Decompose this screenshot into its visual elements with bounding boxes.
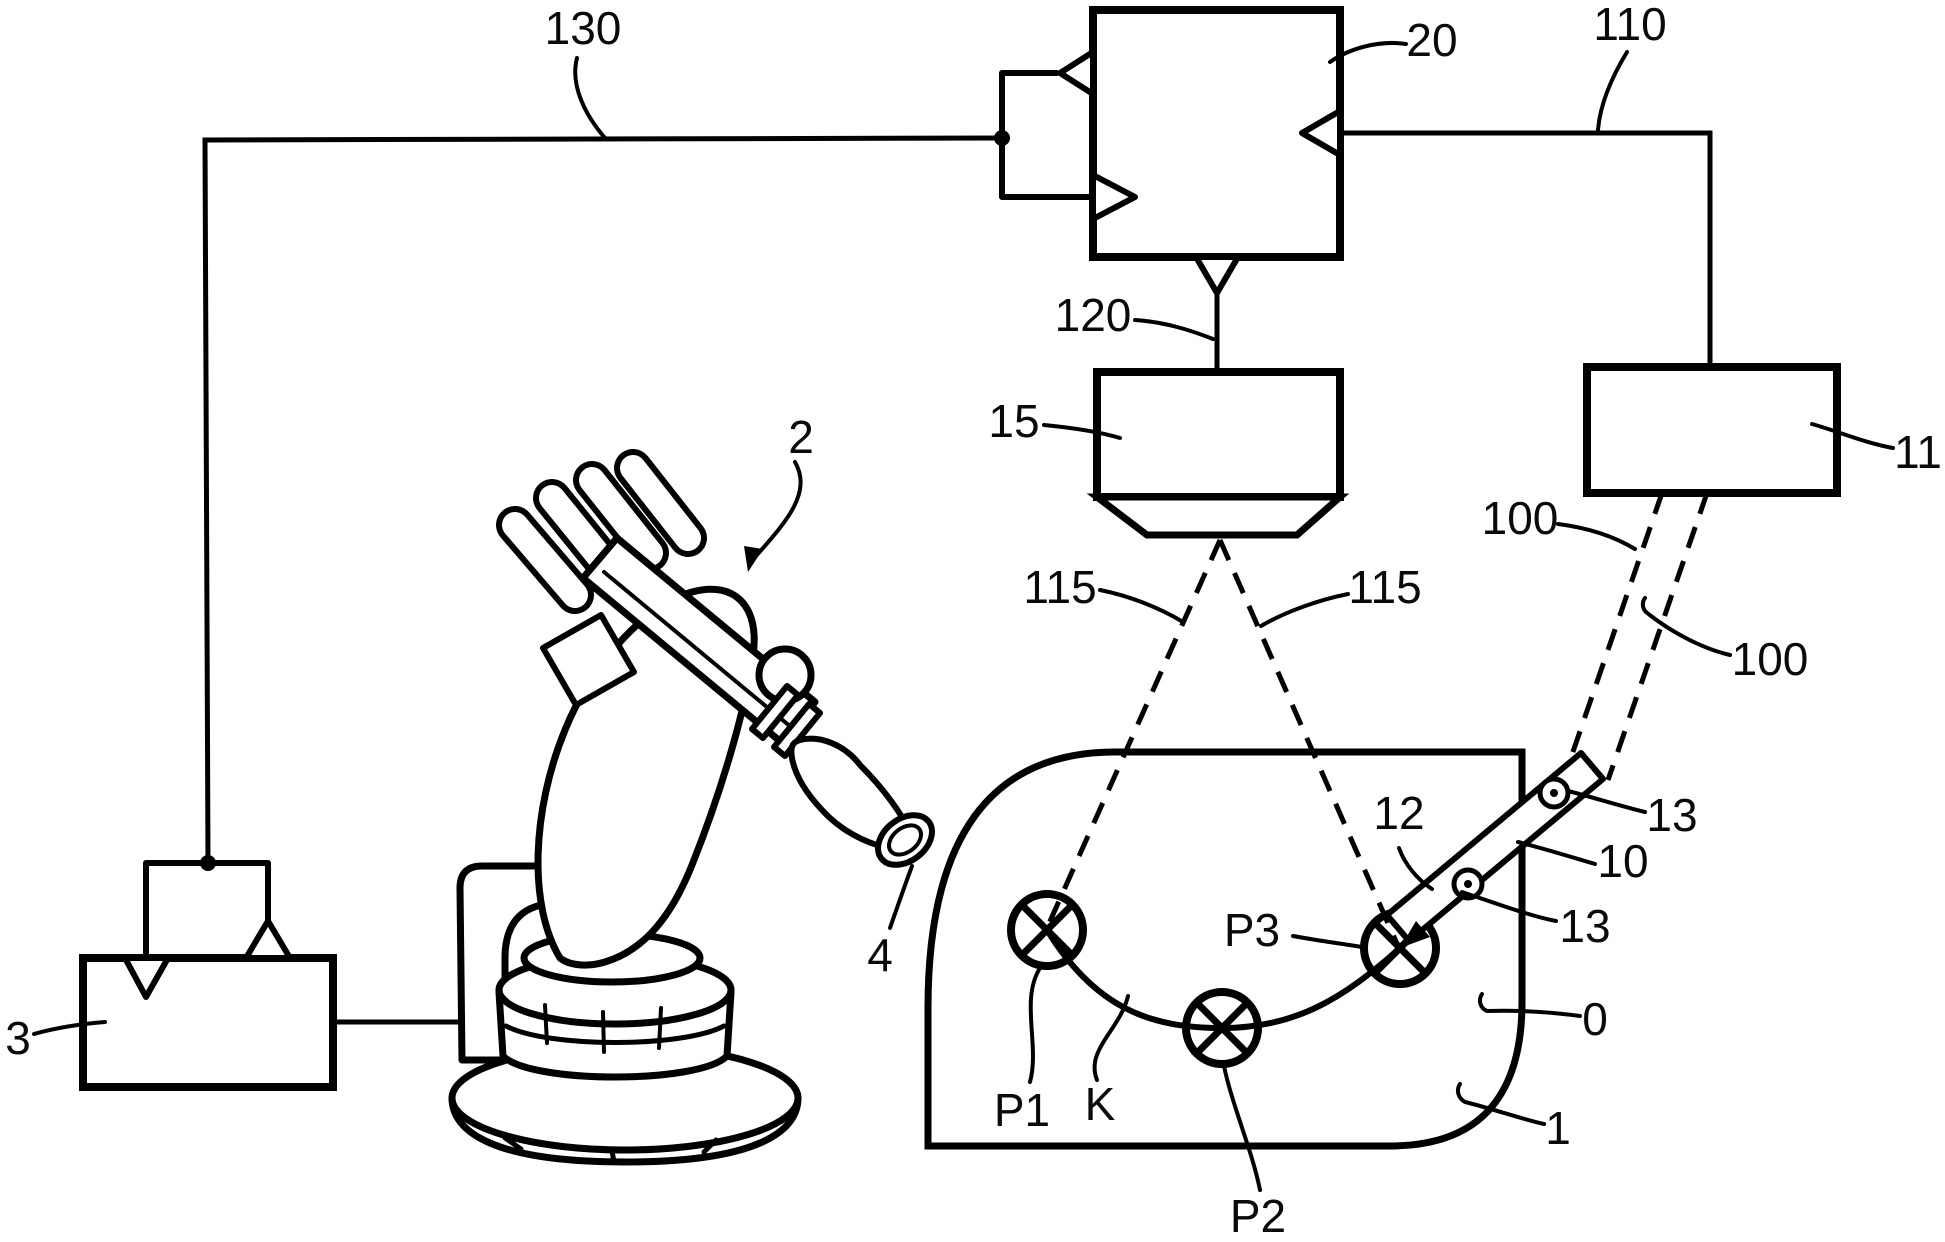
leader-100b xyxy=(1640,596,1732,657)
leader-130 xyxy=(573,56,607,140)
label-P2: P2 xyxy=(1229,1190,1287,1242)
fov-line-right xyxy=(1217,538,1401,948)
leader-12 xyxy=(1397,846,1434,891)
leader-100a xyxy=(1556,522,1637,551)
leader-K xyxy=(1092,994,1130,1082)
arrow-up-icon xyxy=(243,918,293,961)
leader-P1 xyxy=(1028,966,1042,1084)
tool-tip-arrow-icon xyxy=(1400,921,1430,948)
point-P1 xyxy=(1007,890,1087,970)
robot-wrist-ring xyxy=(771,701,823,759)
sensor-box-11 xyxy=(1583,363,1841,497)
robot-2 xyxy=(448,449,935,1166)
leader-P3 xyxy=(1291,934,1364,949)
label-10: 10 xyxy=(1597,835,1649,887)
camera-fov-115 xyxy=(1044,538,1401,948)
leader-P2 xyxy=(1222,1064,1262,1192)
pointer-arrow-icon xyxy=(744,546,763,572)
label-20: 20 xyxy=(1406,14,1458,66)
point-P2 xyxy=(1182,988,1262,1068)
label-100: 100 xyxy=(1731,633,1809,685)
box20-connectors xyxy=(999,49,1343,296)
sensor-beams-100 xyxy=(1563,492,1710,781)
leader-1 xyxy=(1455,1082,1546,1126)
leader-20 xyxy=(1328,40,1408,64)
leader-10 xyxy=(1516,840,1597,866)
leader-15 xyxy=(1042,423,1122,440)
label-4: 4 xyxy=(867,929,893,981)
sensor-beam-right xyxy=(1605,492,1710,781)
leader-4 xyxy=(888,864,914,930)
robot-counterweights xyxy=(496,449,707,614)
label-0: 0 xyxy=(1582,993,1608,1045)
leader-13a xyxy=(1566,789,1647,814)
line-110 xyxy=(1340,130,1713,367)
arrow-down-icon xyxy=(1193,254,1241,296)
block-boxes xyxy=(79,6,1841,1091)
robot-arm-beam xyxy=(579,534,819,746)
label-11: 11 xyxy=(1894,426,1942,478)
label-12: 12 xyxy=(1373,787,1425,839)
label-13: 13 xyxy=(1646,789,1698,841)
label-P3: P3 xyxy=(1223,904,1281,956)
measure-points xyxy=(1007,890,1440,1068)
label-2: 2 xyxy=(788,411,814,463)
arrow-left-icon xyxy=(1057,49,1096,97)
arrow-right-icon xyxy=(1090,172,1138,222)
label-13: 13 xyxy=(1559,900,1611,952)
label-115: 115 xyxy=(1023,561,1097,613)
sensor-beam-left xyxy=(1563,492,1665,773)
line-130 xyxy=(202,135,1003,864)
leader-120 xyxy=(1133,318,1215,341)
camera-lens-15 xyxy=(1086,493,1350,539)
label-15: 15 xyxy=(988,395,1040,447)
label-3: 3 xyxy=(5,1012,31,1064)
label-K: K xyxy=(1084,1078,1116,1130)
leader-115a xyxy=(1098,588,1185,624)
label-110: 110 xyxy=(1593,0,1667,50)
leader-3 xyxy=(32,1020,107,1036)
tool-bar-10 xyxy=(1384,750,1606,948)
workpiece-outline xyxy=(924,748,1526,1150)
arrow-left-icon xyxy=(1299,108,1343,158)
leader-13b xyxy=(1460,890,1558,923)
label-130: 130 xyxy=(544,2,622,54)
leader-110 xyxy=(1596,50,1629,132)
camera-box-15 xyxy=(1093,368,1344,501)
leader-2 xyxy=(754,460,803,558)
arrow-down-icon xyxy=(122,955,171,1000)
leader-115b xyxy=(1259,592,1350,628)
leader-lines xyxy=(32,40,1895,1192)
controller-box-20 xyxy=(1089,6,1344,261)
robot-wrist-ring xyxy=(749,683,801,741)
label-120: 120 xyxy=(1054,289,1132,341)
label-1: 1 xyxy=(1545,1102,1571,1154)
label-100: 100 xyxy=(1481,492,1559,544)
label-P1: P1 xyxy=(993,1084,1051,1136)
leader-11 xyxy=(1810,422,1895,450)
box3-connectors xyxy=(122,860,293,1000)
robot-bracket xyxy=(540,612,637,708)
label-115: 115 xyxy=(1348,561,1422,613)
leader-0 xyxy=(1477,992,1582,1018)
drive-box-3 xyxy=(79,954,337,1091)
